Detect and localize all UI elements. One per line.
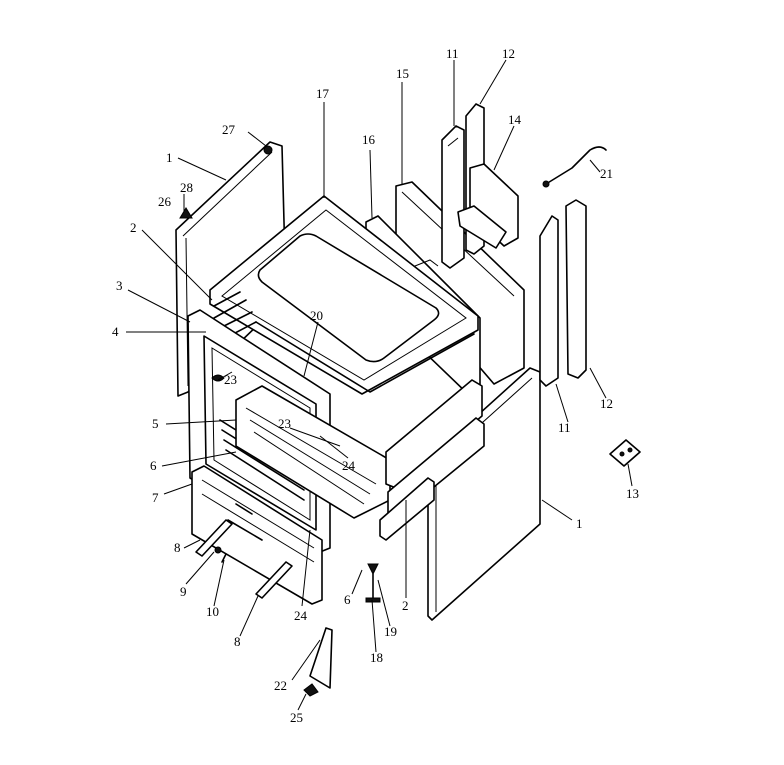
cooktop-top — [209, 195, 479, 395]
wire-harness — [542, 146, 607, 188]
callout-21: 21 — [600, 166, 613, 181]
callout-2-right: 2 — [402, 598, 409, 613]
callout-7: 7 — [152, 490, 159, 505]
side-trim-outer-lower — [565, 199, 587, 379]
callout-6-right: 6 — [344, 592, 351, 607]
callout-12-upper: 12 — [502, 46, 515, 61]
manifold-panel — [457, 163, 519, 249]
callout-labels: 1 1 2 2 3 4 5 6 6 7 8 8 9 10 11 11 12 12… — [112, 46, 639, 725]
callout-8-upper: 8 — [174, 540, 181, 555]
anti-tip-bracket — [303, 627, 333, 697]
callout-11-lower: 11 — [558, 420, 571, 435]
callout-9: 9 — [180, 584, 187, 599]
leader-lines — [126, 59, 633, 711]
callout-24-upper: 24 — [342, 458, 356, 473]
callout-11-upper: 11 — [446, 46, 459, 61]
clip-part — [221, 553, 227, 563]
callout-4: 4 — [112, 324, 119, 339]
mounting-bracket — [609, 439, 641, 467]
side-trim-right — [379, 379, 485, 541]
drawer-rail-left — [195, 519, 233, 557]
callout-24-lower: 24 — [294, 608, 308, 623]
callout-13: 13 — [626, 486, 639, 501]
callout-10: 10 — [206, 604, 219, 619]
side-trim-lower — [539, 215, 559, 387]
callout-12-lower: 12 — [600, 396, 613, 411]
leveling-leg — [365, 563, 381, 603]
callout-16: 16 — [362, 132, 376, 147]
callout-8-lower: 8 — [234, 634, 241, 649]
callout-5: 5 — [152, 416, 159, 431]
callout-25: 25 — [290, 710, 303, 725]
callout-27: 27 — [222, 122, 236, 137]
callout-22: 22 — [274, 678, 287, 693]
callout-17: 17 — [316, 86, 330, 101]
callout-18: 18 — [370, 650, 383, 665]
callout-1-left: 1 — [166, 150, 173, 165]
callout-15: 15 — [396, 66, 409, 81]
side-trim-upper — [441, 125, 465, 269]
callout-14: 14 — [508, 112, 522, 127]
screw-part — [214, 546, 222, 554]
callout-20: 20 — [310, 308, 323, 323]
callout-19: 19 — [384, 624, 397, 639]
callout-23-left: 23 — [224, 372, 237, 387]
callout-26: 26 — [158, 194, 172, 209]
callout-28: 28 — [180, 180, 193, 195]
callout-23-right: 23 — [278, 416, 291, 431]
callout-1-right: 1 — [576, 516, 583, 531]
drawer-rail-right — [255, 561, 293, 599]
callout-3: 3 — [116, 278, 123, 293]
callout-6-left: 6 — [150, 458, 157, 473]
right-side-panel — [427, 367, 541, 621]
callout-2-left: 2 — [130, 220, 137, 235]
